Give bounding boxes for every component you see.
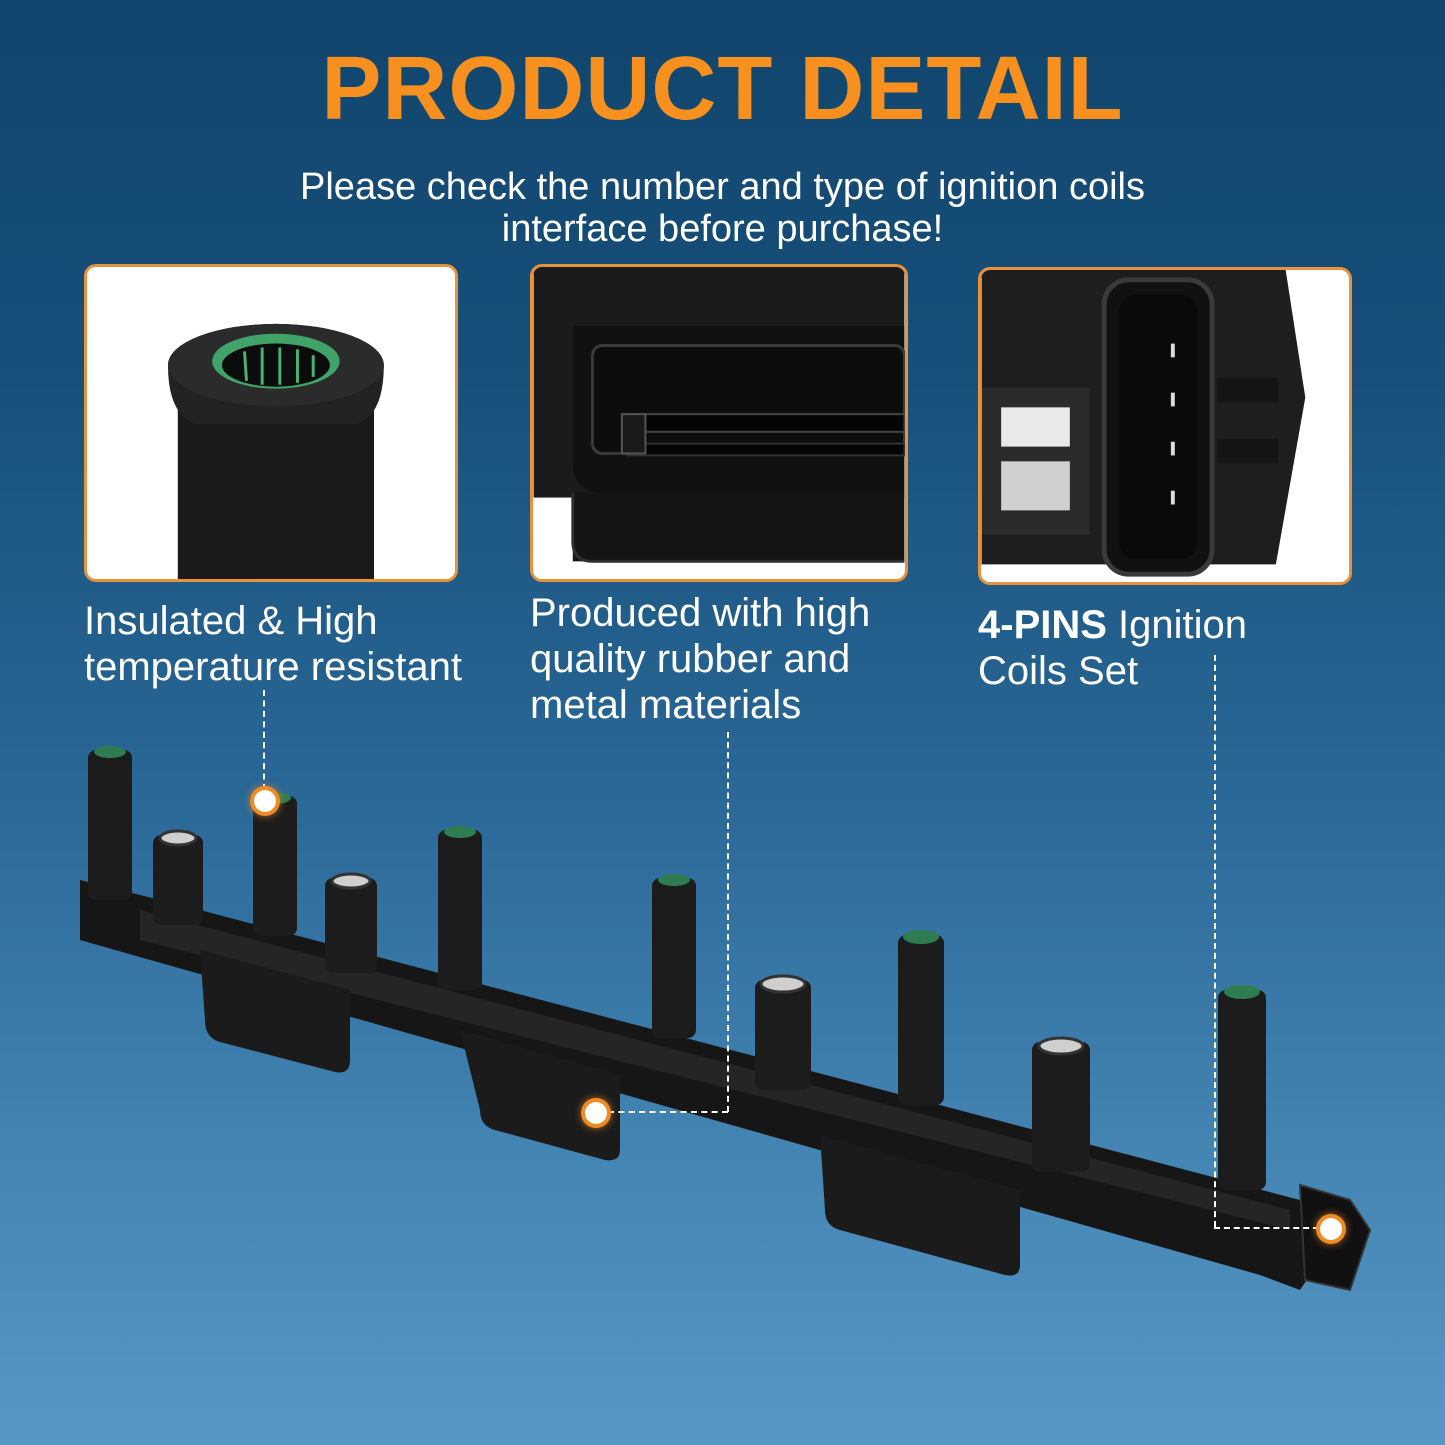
subtitle-line-2: interface before purchase! (501, 208, 944, 250)
caption-4pins-bold: 4-PINS (978, 603, 1107, 647)
coil-boot-image (87, 267, 455, 579)
callout-dot-2[interactable] (585, 1102, 607, 1124)
ignition-coil-rail-image (80, 746, 1372, 1292)
callout-line-1 (263, 690, 265, 790)
rail-housing-image (533, 267, 905, 579)
callout-dot-3[interactable] (1320, 1218, 1342, 1240)
feature-image-coil-boot (84, 264, 458, 582)
callout-line-3v (1214, 655, 1216, 1227)
subtitle: Please check the number and type of igni… (0, 166, 1445, 250)
caption-materials: Produced with high quality rubber and me… (530, 591, 871, 727)
callout-line-2v (727, 732, 729, 1112)
connector-image (981, 270, 1349, 582)
feature-image-connector (978, 267, 1352, 585)
callout-line-3h (1214, 1227, 1319, 1229)
caption-insulated: Insulated & High temperature resistant (84, 599, 462, 689)
feature-image-rail-housing (530, 264, 908, 582)
page-title: PRODUCT DETAIL (321, 39, 1124, 139)
subtitle-line-1: Please check the number and type of igni… (300, 166, 1145, 208)
caption-4pins: 4-PINS Ignition Coils Set (978, 603, 1248, 693)
callout-line-2h (608, 1111, 728, 1113)
callout-dot-1[interactable] (254, 790, 276, 812)
